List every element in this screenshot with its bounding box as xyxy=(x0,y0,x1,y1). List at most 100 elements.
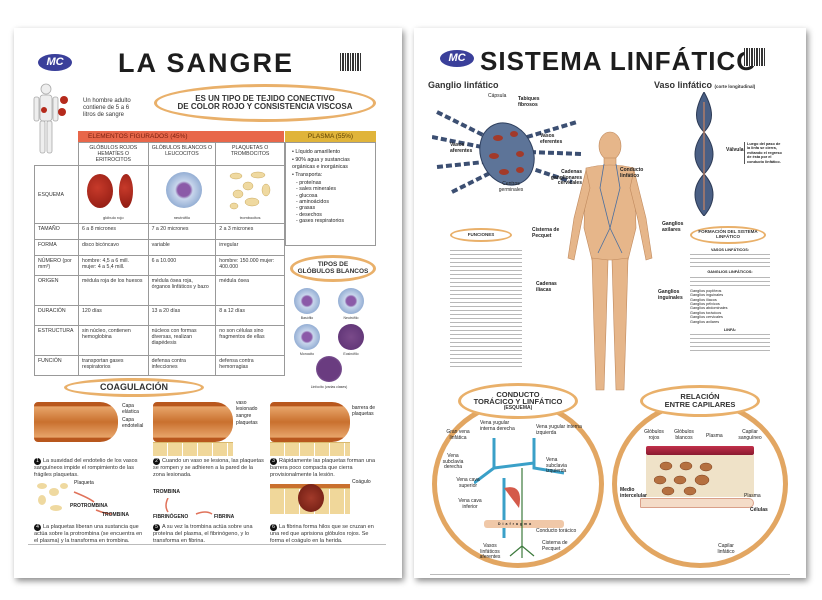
diagram-label: Gran vena linfática xyxy=(446,429,470,441)
human-silhouette-icon xyxy=(33,83,68,154)
table-cell: hombre: 150.000 mujer: 400.000 xyxy=(215,255,285,276)
image-caption: glóbulo rojo xyxy=(102,215,124,220)
tissue-layer xyxy=(270,442,350,456)
lymphocyte-image xyxy=(316,356,342,382)
table-cell: 6 a 10.000 xyxy=(147,255,217,276)
table-cell: núcleos con formas diversas, realizan di… xyxy=(147,325,217,356)
plasma-item: Líquido amarillento xyxy=(295,149,341,155)
plasma-transport-list: - proteínas- sales minerales- glucosa- a… xyxy=(292,180,369,224)
table-row: NÚMERO (por mm³)hombre: 4,5 a 6 mill. mu… xyxy=(34,255,285,276)
paragraph xyxy=(690,334,770,353)
plasma-box: • Líquido amarillento • 90% agua y susta… xyxy=(285,142,376,246)
title-line: ENTRE CAPILARES xyxy=(664,400,736,409)
table-cell: sin núcleo, contienen hemoglobina xyxy=(77,325,149,356)
column-header: GLÓBULOS BLANCOS O LEUCOCITOS xyxy=(147,142,217,166)
diagram-label: Ganglios inguinales xyxy=(658,289,683,301)
diagram-label: Capa elástica xyxy=(122,403,139,415)
step-text: A su vez la trombina actúa sobre una pro… xyxy=(153,524,253,544)
valve-note: Luego del paso de la linfa se cierra, ev… xyxy=(744,142,784,165)
list-item: - grasas xyxy=(296,205,316,212)
diagram-label: Vena subclavia izquierda xyxy=(546,457,567,474)
step-number: 5 xyxy=(153,524,160,531)
table-cell: variable xyxy=(147,239,217,256)
diagram-label: Vena subclavia derecha xyxy=(442,453,464,470)
barcode-icon xyxy=(340,53,362,71)
diagram-label: Vasos linfáticos aferentes xyxy=(479,543,501,560)
blood-volume-note: Un hombre adulto contiene de 5 a 6 litro… xyxy=(83,98,131,118)
list-item: Ganglios pélvicos xyxy=(690,302,720,307)
table-cell: 6 a 8 micrones xyxy=(77,223,149,240)
plasma-item: Transporta: xyxy=(295,171,323,178)
image-caption: neutrófilo xyxy=(173,215,191,220)
coagulation-title: COAGULACIÓN xyxy=(64,378,204,397)
platelets-image xyxy=(230,171,271,210)
table-row: ESQUEMA glóbulo rojo neutrófilo tromboci… xyxy=(34,165,285,224)
list-item: Ganglios ilíacos xyxy=(690,297,717,302)
list-item: - aminoácidos xyxy=(296,199,329,206)
list-item: Ganglios poplíteos xyxy=(690,288,722,293)
mc-logo: MC xyxy=(38,54,72,71)
diagram-label: Cápsula xyxy=(488,93,507,99)
funciones-text xyxy=(450,250,522,370)
title-line: TORÁCICO Y LINFÁTICO xyxy=(473,397,563,407)
footer-fine-print xyxy=(28,544,386,545)
paragraph xyxy=(690,276,770,287)
list-item: - desechos xyxy=(296,211,322,218)
tissue-layer xyxy=(153,442,233,456)
plasma-header: PLASMA (55%) xyxy=(285,131,376,142)
formacion-title: FORMACIÓN DEL SISTEMA LINFÁTICO xyxy=(690,226,766,244)
formacion-text: VASOS LINFÁTICOS: GANGLIOS LINFÁTICOS: G… xyxy=(690,248,770,354)
diagram-label: Capilar linfático xyxy=(717,543,735,555)
diagram-label: FIBRINA xyxy=(214,514,235,520)
diagram-label: vaso lesionado xyxy=(236,400,258,412)
diagram-label: Plasma xyxy=(744,493,761,499)
diagram-label: Cisterna de Pecquet xyxy=(532,227,560,239)
cell-caption: Basófilo xyxy=(300,316,314,320)
table-cell: 2 a 3 micrones xyxy=(215,223,285,240)
diagram-label: Tabiques fibrosos xyxy=(518,96,540,108)
table-cell: no son células sino fragmentos de ellas xyxy=(215,325,285,356)
table-cell: transportan gases respiratorios xyxy=(77,355,149,376)
plasma-item: 90% agua y sustancias orgánicas e inorgá… xyxy=(292,157,350,170)
column-header: GLÓBULOS ROJOS HEMATÍES O ERITROCITOS xyxy=(77,142,149,166)
row-label: ESTRUCTURA xyxy=(34,325,79,356)
table-cell: 8 a 12 días xyxy=(215,305,285,326)
diagram-label: Conducto torácico xyxy=(536,528,577,534)
diagram-label: Cisterna de Pecquet xyxy=(542,540,568,552)
list-item: Ganglios axilares xyxy=(690,319,720,324)
poster-la-sangre: MC LA SANGRE Un hombre adulto contiene d… xyxy=(14,28,402,578)
list-item: - sales minerales xyxy=(296,186,337,193)
diagram-label: plaquetas xyxy=(236,420,258,426)
list-item: Ganglios inguinales xyxy=(690,293,724,298)
title-line: RELACIÓN xyxy=(680,392,720,402)
step-number: 2 xyxy=(153,458,160,465)
table-cell: 13 a 20 días xyxy=(147,305,217,326)
diagram-label: Válvula xyxy=(726,147,744,153)
definition-line-2: DE COLOR ROJO Y CONSISTENCIA VISCOSA xyxy=(177,102,353,111)
red-blood-cell-image xyxy=(86,174,113,208)
definition-line-1: ES UN TIPO DE TEJIDO CONECTIVO xyxy=(195,93,335,103)
list-item: - proteínas xyxy=(296,180,322,187)
step-text: La plaquetas liberan una sustancia que a… xyxy=(34,524,143,544)
prothrombin-diagram xyxy=(37,483,113,515)
step-number: 4 xyxy=(34,524,41,531)
monocyte-image xyxy=(294,324,320,350)
list-item: - glucosa xyxy=(296,192,318,199)
diagram-label: Capilar sanguíneo xyxy=(738,429,762,441)
footer-fine-print xyxy=(430,574,790,575)
step-text: La suavidad del endotelio de los vasos s… xyxy=(34,458,138,478)
funciones-title: FUNCIONES xyxy=(450,228,512,242)
diagram-label: Cadenas ganglionares cervicales xyxy=(550,169,582,186)
poster-title: SISTEMA LINFÁTICO xyxy=(480,46,758,76)
diagram-label: sangre xyxy=(236,413,252,419)
